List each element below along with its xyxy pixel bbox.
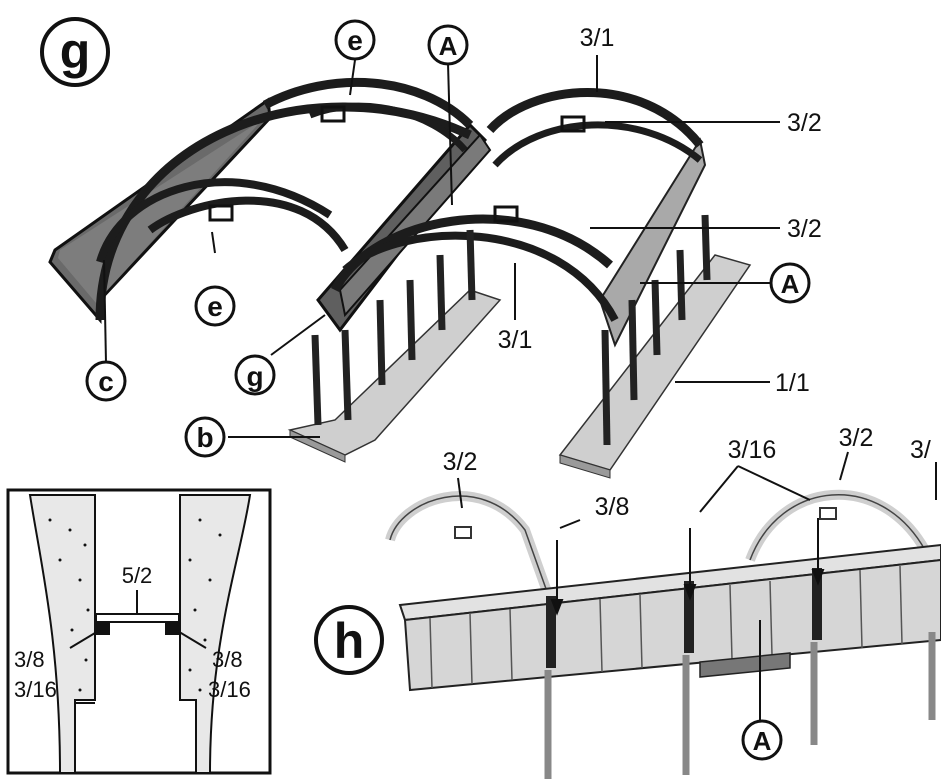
label-3-8-left: 3/8	[14, 647, 45, 672]
callout-c: c	[85, 360, 127, 402]
svg-text:b: b	[196, 422, 213, 453]
callout-b: b	[184, 416, 226, 458]
svg-text:A: A	[753, 726, 772, 756]
step-h-illustration	[385, 489, 941, 779]
label-3-8-h: 3/8	[595, 493, 630, 521]
detail-left-column	[28, 494, 96, 774]
label-3-2-h-left: 3/2	[443, 448, 478, 476]
callout-e-left: e	[194, 285, 236, 327]
detail-inset	[6, 488, 272, 775]
svg-text:g: g	[246, 361, 263, 392]
step-h-arrows	[457, 451, 937, 720]
callout-A-bottom: A	[741, 719, 783, 761]
step-marker-g: g	[40, 17, 110, 87]
label-3-2-h-right: 3/2	[839, 424, 874, 452]
right-top-arch	[486, 88, 704, 148]
right-glazing	[598, 137, 707, 348]
label-3-16-h: 3/16	[728, 436, 777, 464]
step-g-leader-lines	[103, 55, 780, 438]
svg-text:e: e	[347, 25, 363, 56]
detail-beam	[95, 613, 180, 623]
step-h-left-arch	[385, 491, 555, 602]
callout-g: g	[234, 354, 276, 396]
label-3-1-middle: 3/1	[498, 326, 533, 354]
support-columns	[311, 214, 711, 446]
step-h-legs	[544, 632, 936, 779]
step-g-illustration	[48, 77, 752, 479]
label-3-8-right: 3/8	[212, 647, 243, 672]
svg-text:c: c	[98, 366, 114, 397]
label-3-1-top: 3/1	[580, 24, 615, 52]
step-marker-g-label: g	[60, 23, 91, 79]
callout-A-right: A	[769, 262, 811, 304]
label-3-cut-edge: 3/	[910, 436, 931, 464]
label-3-16-right: 3/16	[208, 677, 251, 702]
svg-text:e: e	[207, 291, 223, 322]
label-3-2-lower: 3/2	[787, 215, 822, 243]
label-3-16-left: 3/16	[14, 677, 57, 702]
label-1-1: 1/1	[775, 369, 810, 397]
svg-text:A: A	[781, 269, 800, 299]
callout-A-top: A	[427, 24, 469, 66]
left-platform-base	[287, 289, 502, 456]
left-lower-arch-1	[96, 178, 333, 264]
label-5-2: 5/2	[122, 563, 153, 588]
detail-right-column	[179, 494, 252, 774]
step-h-glazed-panel	[403, 558, 941, 692]
step-marker-h: h	[314, 605, 384, 675]
step-marker-h-label: h	[334, 613, 365, 669]
label-3-2-upper: 3/2	[787, 109, 822, 137]
step-h-top-rail	[398, 543, 941, 622]
callout-e-top: e	[334, 19, 376, 61]
svg-text:A: A	[439, 31, 458, 61]
